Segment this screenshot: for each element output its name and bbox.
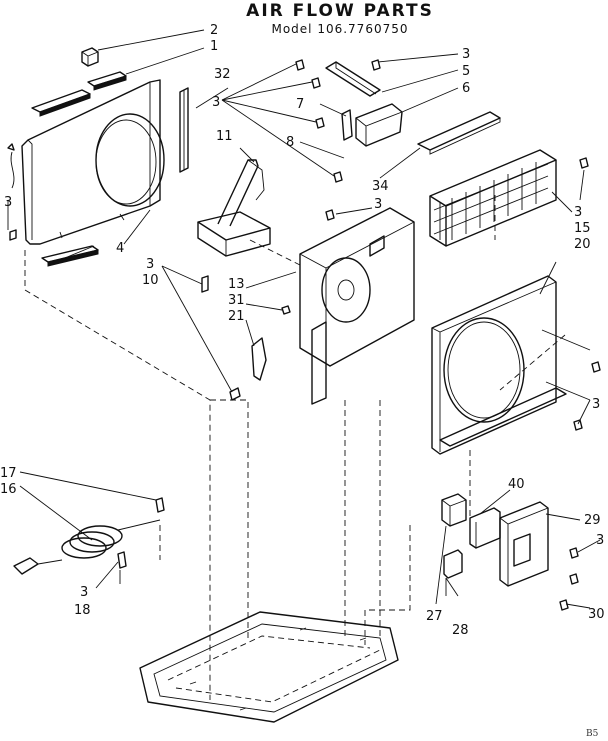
filter-block-part-2 (81, 47, 99, 67)
callout-2: 2 (210, 23, 218, 38)
callout-27: 27 (426, 609, 443, 624)
corner-code: B5 (586, 729, 599, 739)
screw-hardware (7, 59, 601, 431)
model-number: Model 106.7760750 (271, 22, 408, 36)
callout-5: 5 (462, 64, 470, 79)
callout-17: 17 (0, 466, 17, 481)
callout-8: 8 (286, 135, 294, 150)
motor-bracket-part-11 (197, 159, 271, 257)
callout-3: 3 (592, 397, 600, 412)
rail-part-upper-left (31, 89, 91, 117)
cord-strain-relief-part-18 (117, 551, 127, 584)
callout-18: 18 (74, 603, 91, 618)
callout-16: 16 (0, 482, 17, 497)
lower-rail-part-10 (41, 245, 99, 267)
control-screws-part-30 (559, 547, 579, 611)
relay-part-28 (443, 549, 463, 596)
switch-part-27 (441, 493, 467, 527)
callout-31: 31 (228, 293, 245, 308)
callout-4: 4 (116, 241, 124, 256)
strip-part-34 (417, 111, 501, 155)
callout-3: 3 (212, 95, 220, 110)
callout-20: 20 (574, 237, 591, 252)
clip-part-21 (251, 337, 267, 381)
callout-15: 15 (574, 221, 591, 236)
callout-40: 40 (508, 477, 525, 492)
callout-3: 3 (596, 533, 604, 548)
callout-3: 3 (374, 197, 382, 212)
capacitor-strap-part-5 (325, 61, 381, 97)
callout-7: 7 (296, 97, 304, 112)
callout-3: 3 (80, 585, 88, 600)
callout-3: 3 (4, 195, 12, 210)
base-pan (139, 611, 399, 723)
callout-leader-lines (7, 29, 601, 609)
callout-labels: 2 1 3 5 6 32 3 7 8 11 34 3 3 3 15 20 4 3… (0, 23, 605, 638)
callout-32: 32 (214, 67, 231, 82)
grille-part-15 (429, 149, 557, 247)
callout-10: 10 (142, 273, 159, 288)
callout-34: 34 (372, 179, 389, 194)
front-shroud-part-4 (21, 79, 165, 245)
callout-11: 11 (216, 129, 233, 144)
thermostat-part-40 (469, 507, 501, 549)
callout-3: 3 (574, 205, 582, 220)
callout-21: 21 (228, 309, 245, 324)
callout-1: 1 (210, 39, 218, 54)
assembly-guide-lines (24, 195, 566, 700)
callout-29: 29 (584, 513, 601, 528)
rear-shroud-part-20 (431, 275, 567, 455)
vertical-strip-part-32 (179, 87, 189, 173)
callout-3: 3 (146, 257, 154, 272)
callout-28: 28 (452, 623, 469, 638)
power-cord-part-16 (13, 497, 165, 575)
callout-3: 3 (462, 47, 470, 62)
filter-rail-part-1 (87, 71, 127, 91)
callout-6: 6 (462, 81, 470, 96)
page-title: AIR FLOW PARTS (246, 1, 434, 21)
callout-13: 13 (228, 277, 245, 292)
capacitor-part-6 (341, 103, 403, 147)
motor-plate-part-13 (299, 207, 415, 405)
control-panel-part-29 (499, 501, 549, 587)
callout-30: 30 (588, 607, 605, 622)
